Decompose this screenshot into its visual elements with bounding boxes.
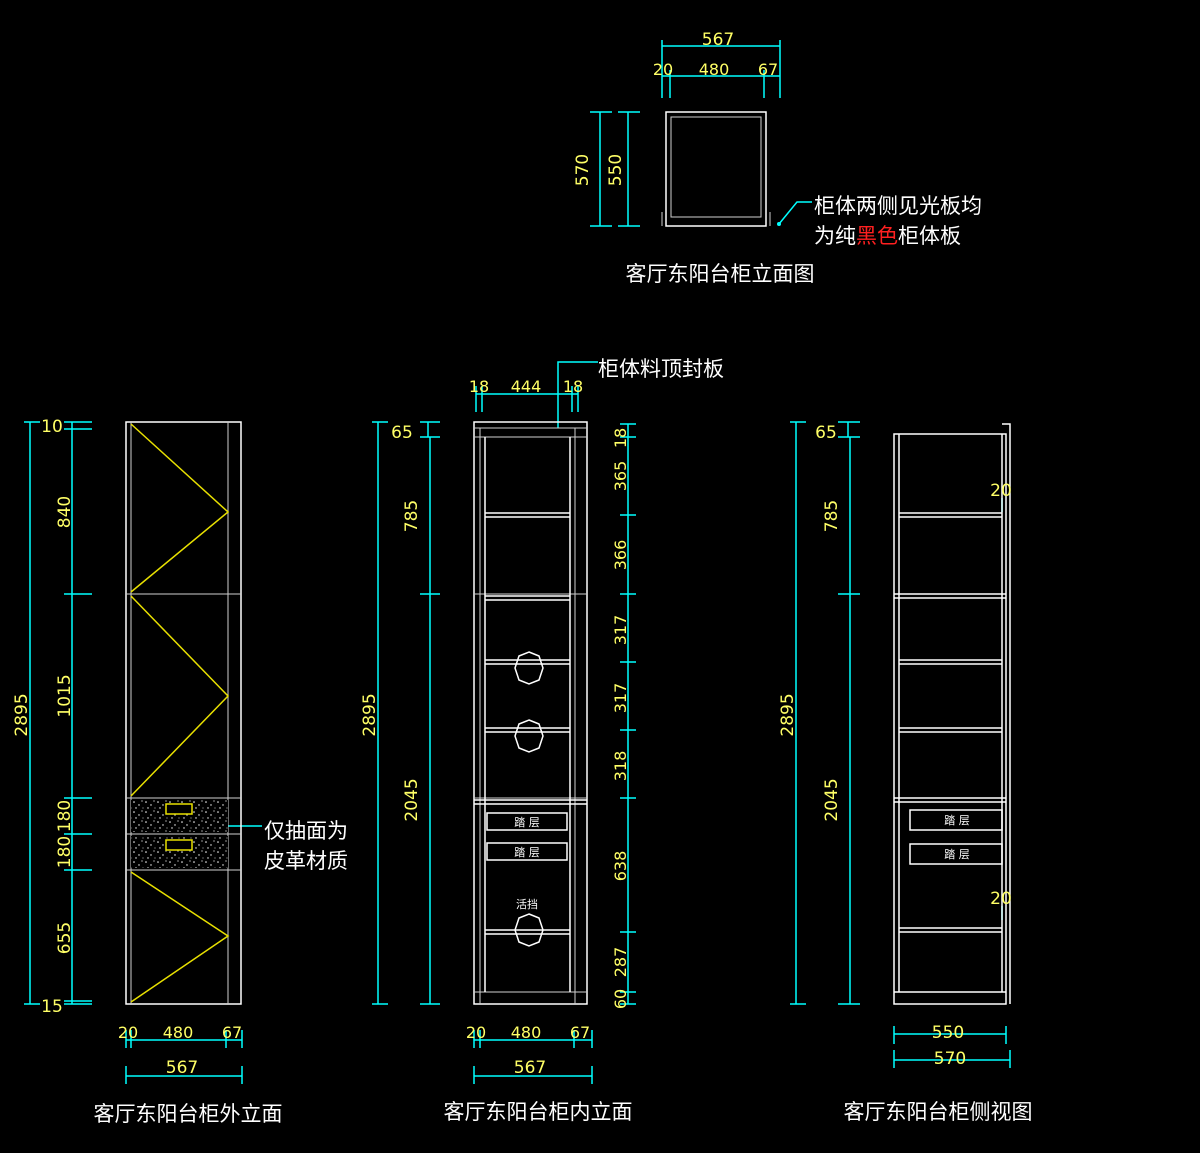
dim-outer-bottom: 15	[41, 997, 63, 1017]
dim-inner-top-width-left: 18	[469, 377, 489, 396]
dim-inner-shelf-s6: 318	[611, 751, 630, 782]
inner-fixtures	[514, 651, 544, 947]
dim-inner-shelf-s1: 18	[611, 428, 630, 448]
dim-side-lower: 2045	[822, 778, 842, 821]
dim-inner-total-height: 2895	[360, 693, 380, 736]
dim-inner-width-total: 567	[514, 1058, 546, 1078]
drawer-handle-1	[165, 803, 193, 815]
note-top-panel: 柜体料顶封板	[598, 357, 724, 381]
dim-inner-lower: 2045	[402, 778, 422, 821]
dim-side-depth-outer: 570	[934, 1049, 966, 1069]
dim-top-width-total: 567	[702, 30, 734, 50]
note-leather-line2: 皮革材质	[264, 849, 348, 873]
side-drawer-2-label: 踏 层	[944, 847, 970, 861]
dim-inner-shelf-s8: 287	[611, 947, 630, 978]
dim-outer-drawer2: 180	[55, 836, 75, 868]
dim-inner-shelf-s4: 317	[611, 615, 630, 646]
dim-outer-width-left: 20	[118, 1023, 138, 1042]
dim-inner-width-left: 20	[466, 1023, 486, 1042]
outer-elevation: 2895 10 840 1015 180 180 655 15 20 480 6…	[12, 417, 348, 1126]
caption-side-view: 客厅东阳台柜侧视图	[844, 1100, 1033, 1124]
side-drawer-1-label: 踏 层	[944, 813, 970, 827]
inner-drawer-1	[486, 812, 568, 831]
caption-inner-elevation: 客厅东阳台柜内立面	[444, 1100, 633, 1124]
side-cabinet-body	[893, 423, 1011, 1005]
dim-inner-top-width-right: 18	[563, 377, 583, 396]
dim-inner-top: 65	[391, 423, 413, 443]
dim-inner-width-right: 67	[570, 1023, 590, 1042]
inner-shelves	[474, 512, 587, 935]
inner-elevation: 踏 层 踏 层 活挡 2895 65 785 2045 18 444 18 柜体…	[360, 357, 724, 1124]
note-side-panels-line1: 柜体两侧见光板均	[814, 194, 982, 218]
dim-side-total-height: 2895	[778, 693, 798, 736]
outer-cabinet-body	[125, 421, 242, 1005]
dim-side-depth-inner: 550	[932, 1023, 964, 1043]
dim-inner-shelf-s7: 638	[611, 851, 630, 882]
dim-outer-width-mid: 480	[163, 1023, 194, 1042]
dim-inner-shelf-s2: 365	[611, 461, 630, 492]
note-leather-line1: 仅抽面为	[264, 819, 348, 843]
dim-top-width-right: 67	[758, 60, 778, 79]
dim-inner-top-width-mid: 444	[511, 377, 542, 396]
dim-inner-shelf-s9: 60	[611, 989, 630, 1009]
dim-outer-width-total: 567	[166, 1058, 198, 1078]
dim-side-gap-2: 20	[990, 889, 1012, 909]
dim-outer-lower: 655	[55, 922, 75, 954]
dim-top-depth-outer: 570	[573, 154, 593, 186]
note-side-panels-line2: 为纯黑色柜体板	[814, 224, 961, 248]
dim-outer-width-right: 67	[222, 1023, 242, 1042]
dim-inner-shelf-s5: 317	[611, 683, 630, 714]
dim-inner-width-mid: 480	[511, 1023, 542, 1042]
dim-outer-drawer1: 180	[55, 800, 75, 832]
inner-drawer-2	[486, 842, 568, 861]
caption-outer-elevation: 客厅东阳台柜外立面	[94, 1102, 283, 1126]
top-view: 567 20 480 67 570 550 柜体两侧见光板均 为纯黑色柜体板 客…	[573, 30, 982, 286]
side-drawer-1	[909, 809, 1003, 831]
caption-top-view: 客厅东阳台柜立面图	[626, 262, 815, 286]
inner-drawers: 踏 层 踏 层 活挡	[486, 812, 568, 911]
outer-dimension-lines	[24, 421, 262, 1084]
drawer-handle-2	[165, 839, 193, 851]
note-line2-post: 柜体板	[898, 224, 961, 248]
top-view-cabinet-section	[661, 111, 771, 227]
octagon-fixture-2	[514, 719, 544, 753]
note-line2-red: 黑色	[856, 224, 898, 248]
outer-door-hatch	[130, 423, 230, 1003]
note-line2-pre: 为纯	[814, 224, 856, 248]
dim-top-width-mid: 480	[699, 60, 730, 79]
inner-drawer-2-label: 踏 层	[514, 845, 540, 859]
dim-inner-shelf-s3: 366	[611, 540, 630, 571]
inner-cabinet-body	[473, 421, 588, 1005]
inner-drawer-1-label: 踏 层	[514, 815, 540, 829]
side-view: 踏 层 踏 层 2895 65 785 2045 20 20 550 570 客…	[778, 421, 1033, 1124]
octagon-fixture-1	[514, 651, 544, 685]
dim-side-upper: 785	[822, 500, 842, 532]
dim-top-depth-inner: 550	[606, 154, 626, 186]
dim-top-width-left: 20	[653, 60, 673, 79]
side-drawers: 踏 层 踏 层	[909, 809, 1003, 865]
inner-fixture-label: 活挡	[516, 897, 538, 911]
dim-outer-middle: 1015	[55, 674, 75, 717]
dim-outer-upper: 840	[55, 496, 75, 528]
dim-outer-total-height: 2895	[12, 693, 32, 736]
octagon-fixture-3	[514, 913, 544, 947]
dim-outer-top: 10	[41, 417, 63, 437]
dim-side-gap-1: 20	[990, 481, 1012, 501]
outer-drawer-fronts	[131, 800, 228, 868]
side-drawer-2	[909, 843, 1003, 865]
dim-inner-upper: 785	[402, 500, 422, 532]
side-shelves	[894, 512, 1006, 933]
top-view-dimension-lines	[590, 40, 812, 227]
inner-dimension-lines	[372, 361, 636, 1084]
dim-side-top: 65	[815, 423, 837, 443]
